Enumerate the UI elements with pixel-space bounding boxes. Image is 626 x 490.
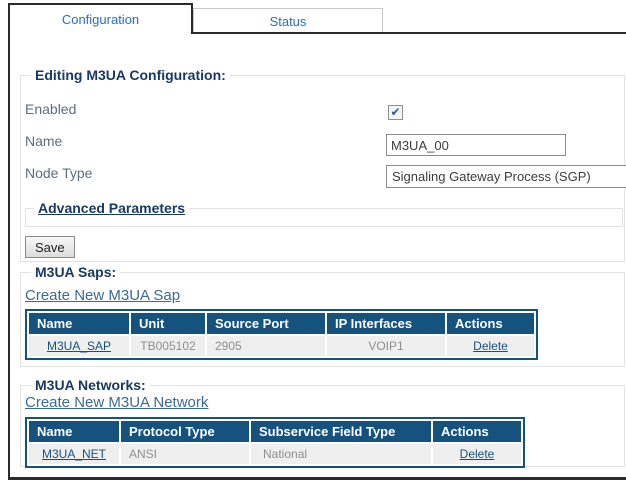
save-button[interactable]: Save: [25, 236, 75, 258]
networks-header-actions: Actions: [433, 421, 521, 442]
saps-header-ip-interfaces: IP Interfaces: [327, 313, 445, 334]
page-left-border: [8, 33, 10, 478]
sap-delete-link[interactable]: Delete: [473, 339, 508, 353]
networks-table: Name Protocol Type Subservice Field Type…: [25, 417, 525, 468]
network-subservice-cell: National: [251, 444, 431, 464]
saps-header-unit: Unit: [131, 313, 205, 334]
advanced-parameters-fieldset: Advanced Parameters: [25, 200, 623, 227]
network-delete-link[interactable]: Delete: [459, 447, 495, 461]
create-new-m3ua-sap-link[interactable]: Create New M3UA Sap: [25, 287, 181, 304]
saps-header-name: Name: [29, 313, 129, 334]
name-input[interactable]: [386, 134, 566, 156]
sap-unit-cell: TB005102: [131, 336, 205, 356]
saps-fieldset-legend: M3UA Saps:: [31, 264, 121, 280]
page-bottom-border: [8, 477, 626, 480]
networks-table-header-row: Name Protocol Type Subservice Field Type…: [29, 421, 521, 442]
tab-configuration[interactable]: Configuration: [8, 3, 193, 34]
sap-ip-interfaces-cell: VOIP1: [327, 336, 445, 356]
network-name-link[interactable]: M3UA_NET: [41, 447, 106, 461]
saps-table: Name Unit Source Port IP Interfaces Acti…: [25, 309, 538, 360]
tabstrip-bottom-border: [193, 32, 626, 34]
sap-source-port-cell: 2905: [207, 336, 325, 356]
create-new-m3ua-network-link[interactable]: Create New M3UA Network: [25, 394, 209, 411]
node-type-label: Node Type: [25, 165, 93, 181]
networks-header-protocol: Protocol Type: [121, 421, 249, 442]
tab-status-label: Status: [269, 13, 307, 29]
networks-header-name: Name: [29, 421, 119, 442]
networks-fieldset-legend: M3UA Networks:: [31, 377, 150, 393]
networks-header-subservice: Subservice Field Type: [251, 421, 431, 442]
tab-status[interactable]: Status: [193, 8, 383, 33]
sap-name-link[interactable]: M3UA_SAP: [46, 339, 112, 353]
advanced-parameters-link[interactable]: Advanced Parameters: [34, 200, 190, 216]
table-row: M3UA_NET ANSI National Delete: [29, 444, 521, 464]
config-fieldset-legend: Editing M3UA Configuration:: [31, 67, 230, 83]
node-type-selected-value: Signaling Gateway Process (SGP): [392, 169, 591, 184]
saps-header-source-port: Source Port: [207, 313, 325, 334]
name-label: Name: [25, 133, 63, 149]
table-row: M3UA_SAP TB005102 2905 VOIP1 Delete: [29, 336, 534, 356]
tab-configuration-label: Configuration: [61, 12, 140, 27]
network-protocol-cell: ANSI: [121, 444, 249, 464]
enabled-label: Enabled: [25, 101, 77, 117]
node-type-select[interactable]: Signaling Gateway Process (SGP): [386, 165, 626, 188]
saps-table-header-row: Name Unit Source Port IP Interfaces Acti…: [29, 313, 534, 334]
enabled-checkbox[interactable]: [388, 105, 403, 120]
saps-header-actions: Actions: [447, 313, 534, 334]
